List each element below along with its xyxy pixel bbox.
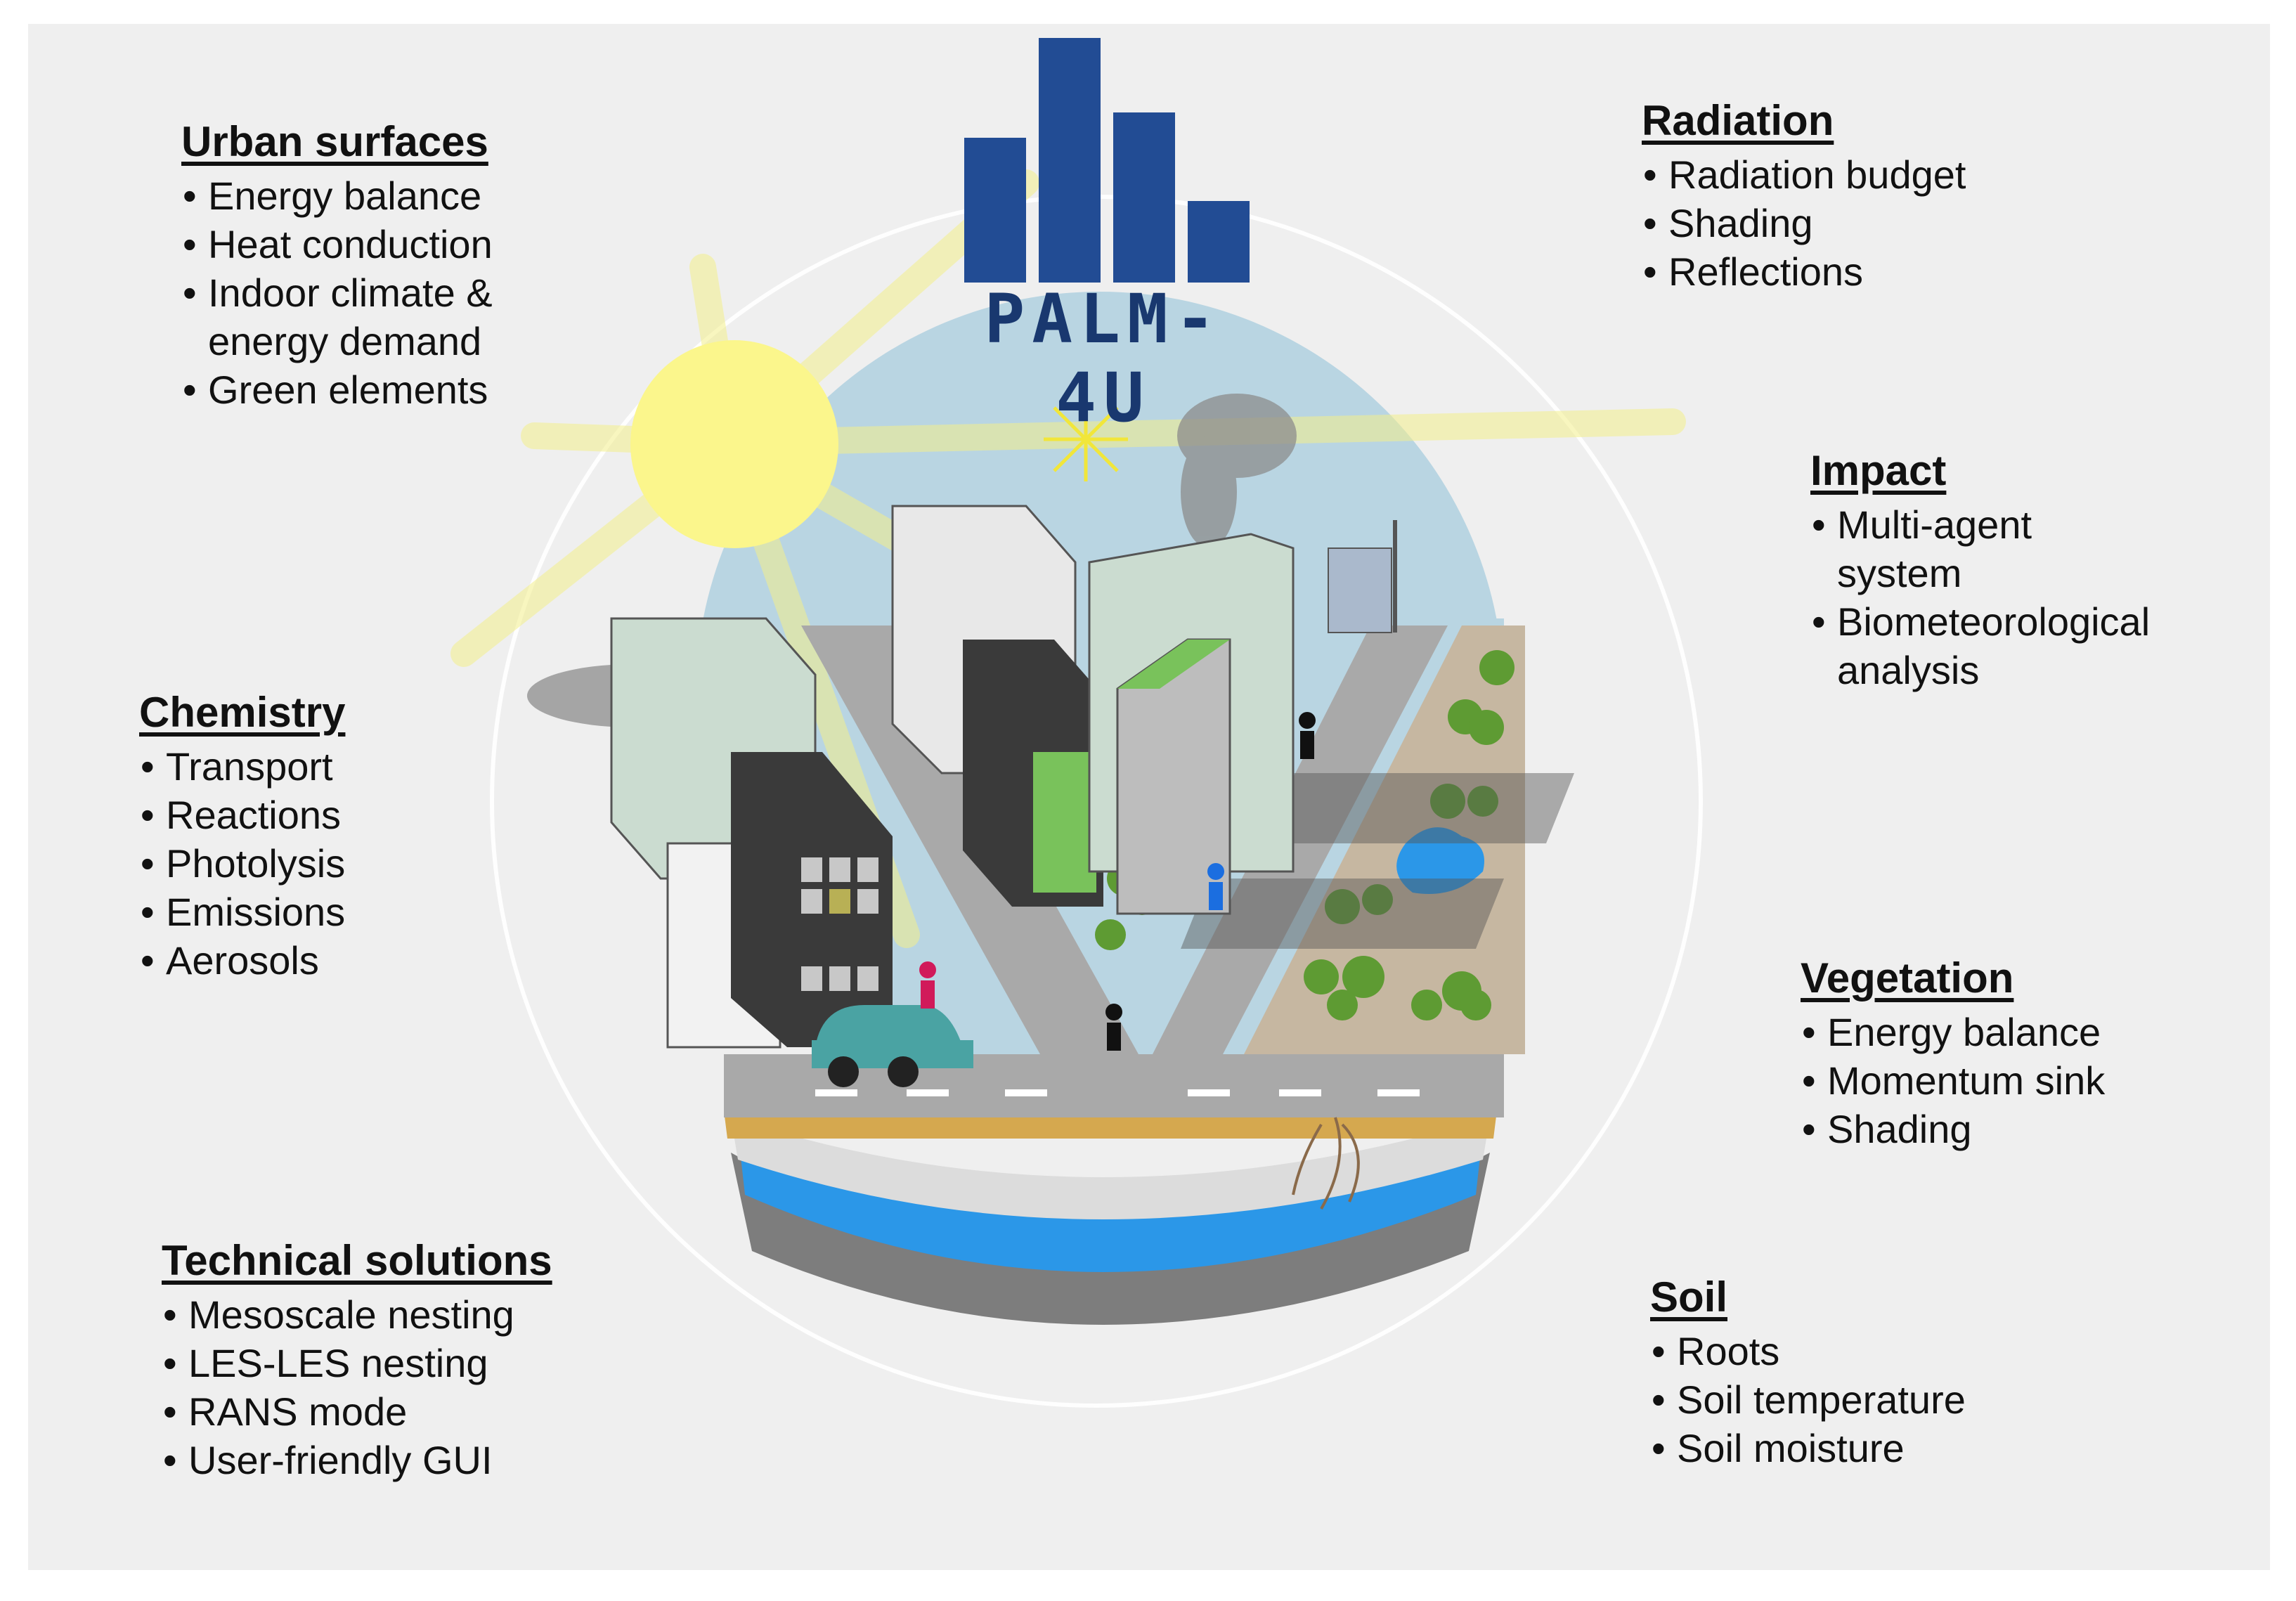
roots — [1292, 1117, 1360, 1210]
list-item: Shading — [1642, 199, 1966, 247]
list-item: Energy balance — [1801, 1008, 2105, 1056]
water-layer — [738, 1132, 1483, 1272]
list-item: Roots — [1650, 1327, 1966, 1375]
clay-layer — [731, 1117, 1490, 1219]
pond — [1396, 827, 1484, 894]
list-item: Emissions — [139, 888, 345, 936]
sign-panel — [1328, 547, 1392, 633]
list-item: Photolysis — [139, 839, 345, 888]
list-item: Radiation budget — [1642, 150, 1966, 199]
list-item: Soil moisture — [1650, 1424, 1966, 1472]
list-item: Energy balance — [181, 171, 493, 220]
chemistry-title: Chemistry — [139, 689, 346, 736]
soil-title: Soil — [1650, 1273, 1728, 1321]
soil-list: Roots Soil temperature Soil moisture — [1650, 1327, 1966, 1472]
impact-block: Impact Multi-agent system Biometeorologi… — [1810, 446, 2150, 694]
chemistry-list: Transport Reactions Photolysis Emissions… — [139, 742, 345, 985]
impact-title: Impact — [1810, 447, 1947, 494]
palm-logo-towers — [964, 38, 1250, 283]
urban-surfaces-title: Urban surfaces — [181, 118, 488, 165]
car-icon — [812, 1005, 973, 1087]
building-center-green — [1033, 752, 1096, 893]
shade-overlay-2 — [1181, 879, 1504, 949]
list-item: Reactions — [139, 791, 345, 839]
right-diagonal-road — [1153, 626, 1448, 1054]
radiation-list: Radiation budget Shading Reflections — [1642, 150, 1966, 296]
list-item: User-friendly GUI — [162, 1436, 552, 1484]
list-item: Mesoscale nesting — [162, 1290, 552, 1339]
list-item: Biometeorological analysis — [1810, 597, 2150, 694]
list-item: Green elements — [181, 365, 493, 414]
shade-overlay-1 — [1251, 773, 1574, 843]
list-item: Momentum sink — [1801, 1056, 2105, 1105]
pedestrian-icons — [919, 712, 1316, 1051]
vegetation-block: Vegetation Energy balance Momentum sink … — [1801, 953, 2105, 1153]
urban-surfaces-block: Urban surfaces Energy balance Heat condu… — [181, 117, 493, 414]
list-item: Heat conduction — [181, 220, 493, 268]
list-item: LES-LES nesting — [162, 1339, 552, 1387]
list-item: Indoor climate & energy demand — [181, 268, 493, 365]
vegetation-title: Vegetation — [1801, 954, 2014, 1002]
vegetation-list: Energy balance Momentum sink Shading — [1801, 1008, 2105, 1153]
building-windows-dark — [801, 857, 878, 991]
list-item: Reflections — [1642, 247, 1966, 296]
list-item: Transport — [139, 742, 345, 791]
ground-base — [731, 1153, 1490, 1325]
chemistry-block: Chemistry Transport Reactions Photolysis… — [139, 687, 345, 985]
radiation-title: Radiation — [1642, 97, 1834, 144]
list-item: Shading — [1801, 1105, 2105, 1153]
palm-logo-text: PALM-4U — [984, 280, 1223, 437]
urban-surfaces-list: Energy balance Heat conduction Indoor cl… — [181, 171, 493, 414]
list-item: Aerosols — [139, 936, 345, 985]
building-right-roof — [1117, 640, 1230, 689]
list-item: Soil temperature — [1650, 1375, 1966, 1424]
soil-block: Soil Roots Soil temperature Soil moistur… — [1650, 1272, 1966, 1472]
sun — [630, 340, 838, 548]
technical-solutions-block: Technical solutions Mesoscale nesting LE… — [162, 1236, 552, 1484]
list-item: RANS mode — [162, 1387, 552, 1436]
technical-solutions-list: Mesoscale nesting LES-LES nesting RANS m… — [162, 1290, 552, 1484]
technical-solutions-title: Technical solutions — [162, 1237, 552, 1284]
main-road-markings — [815, 1089, 1420, 1096]
radiation-block: Radiation Radiation budget Shading Refle… — [1642, 96, 1966, 296]
list-item: Multi-agent system — [1810, 500, 2150, 597]
sparkle-icon — [1044, 397, 1128, 481]
park-area — [1244, 626, 1525, 1054]
impact-list: Multi-agent system Biometeorological ana… — [1810, 500, 2150, 694]
